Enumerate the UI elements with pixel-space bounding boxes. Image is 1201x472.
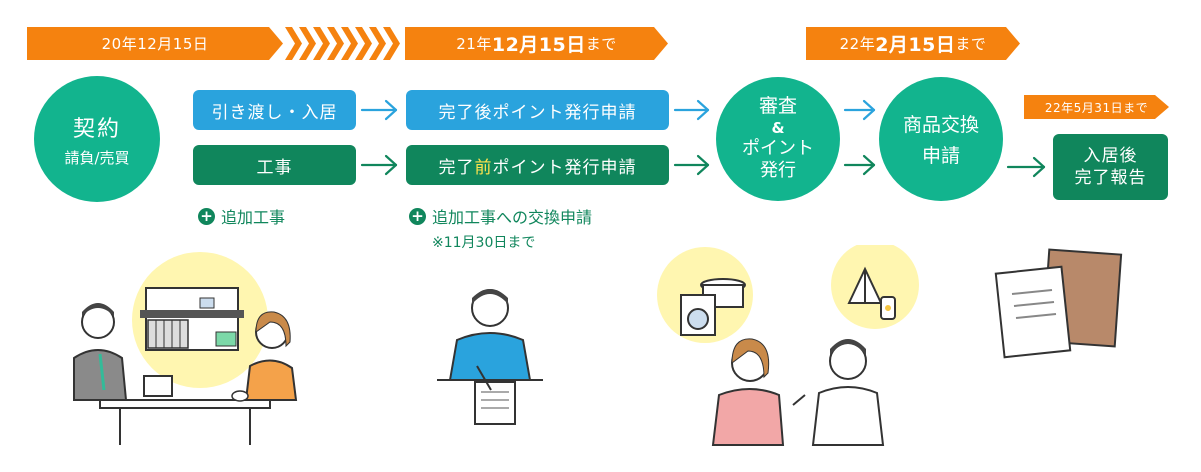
review-year: 22年 <box>839 35 876 53</box>
review-line4: 発行 <box>760 160 796 182</box>
arrow-icon <box>673 154 710 176</box>
banner-start-date: 20年12月15日 <box>27 27 283 60</box>
documents-illustration <box>994 248 1123 359</box>
report-line1: 入居後 <box>1083 145 1138 166</box>
arrow-icon <box>843 154 876 176</box>
exchange-deadline-note: ※11月30日まで <box>432 235 536 251</box>
review-line2: & <box>771 119 785 137</box>
chevron-arrows-icon <box>285 27 400 60</box>
report-line2: 完了報告 <box>1074 168 1147 188</box>
banner-report-deadline: 22年5月31日まで <box>1024 95 1169 119</box>
exchange-line1: 商品交換 <box>902 114 979 136</box>
post-completion-point-box: 完了後ポイント発行申請 <box>406 90 669 130</box>
report-box: 入居後 完了報告 <box>1053 134 1168 200</box>
arrow-icon <box>360 154 398 176</box>
deadline-year: 21年 <box>456 35 492 53</box>
handover-label: 引き渡し・入居 <box>211 102 338 123</box>
plus-icon: + <box>409 207 426 225</box>
pre-completion-point-box: 完了前ポイント発行申請 <box>406 145 669 185</box>
arrow-icon <box>673 99 710 121</box>
add-work-label: 追加工事 <box>221 208 286 227</box>
pre-completion-suffix: ポイント発行申請 <box>492 157 637 178</box>
handover-box: 引き渡し・入居 <box>193 90 356 130</box>
contract-circle: 契約 請負/売買 <box>34 76 160 202</box>
couple-products-illustration <box>657 245 919 446</box>
construction-label: 工事 <box>256 157 293 178</box>
construction-box: 工事 <box>193 145 356 185</box>
pre-completion-prefix: 完了 <box>438 157 475 178</box>
add-exchange-label: 追加工事への交換申請 <box>432 208 593 227</box>
arrow-icon <box>843 99 876 121</box>
add-exchange-note: + 追加工事への交換申請 <box>409 204 592 228</box>
writing-illustration <box>437 289 543 425</box>
review-date: 2月15日 <box>875 34 956 56</box>
plus-icon: + <box>198 207 215 225</box>
add-work-note: + 追加工事 <box>198 204 285 228</box>
pre-completion-highlight: 前 <box>474 157 493 178</box>
contract-title: 契約 <box>72 116 121 142</box>
post-completion-label: 完了後ポイント発行申請 <box>438 102 637 123</box>
review-suffix: まで <box>955 35 987 53</box>
review-line1: 審査 <box>758 95 797 118</box>
deadline-suffix: まで <box>585 35 617 53</box>
exchange-line2: 申請 <box>921 145 960 167</box>
review-line3: ポイント <box>742 137 814 159</box>
report-deadline-label: 22年5月31日まで <box>1044 100 1149 115</box>
review-circle: 審査 & ポイント 発行 <box>716 77 840 201</box>
deadline-date: 12月15日 <box>491 34 586 56</box>
start-date-label: 20年12月15日 <box>101 35 209 53</box>
contract-subtitle: 請負/売買 <box>64 148 130 167</box>
meeting-illustration <box>73 252 298 445</box>
arrow-icon <box>360 99 398 121</box>
arrow-icon <box>1006 156 1046 178</box>
exchange-circle: 商品交換 申請 <box>879 77 1003 201</box>
